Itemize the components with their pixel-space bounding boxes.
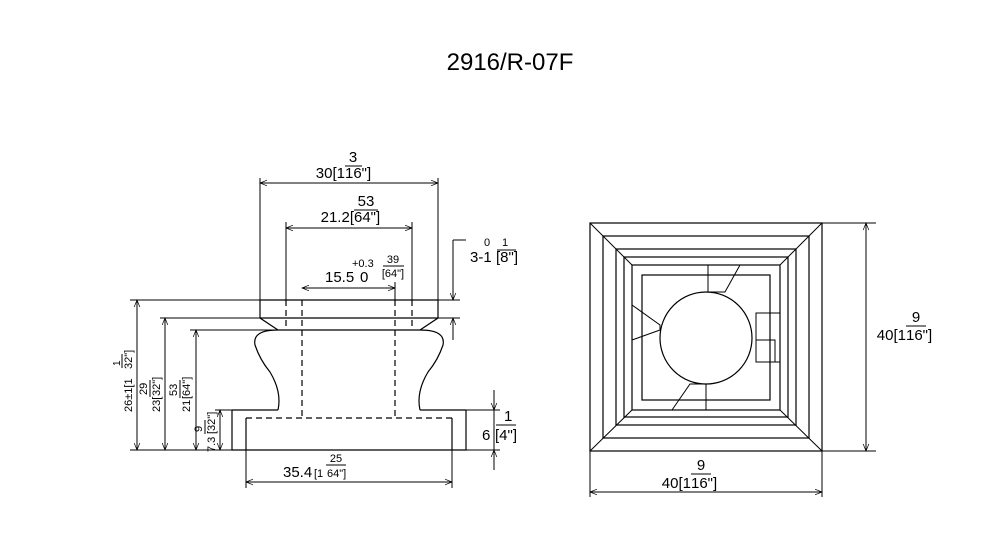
dim-bore-tol-lower: 0	[360, 269, 368, 286]
dim-top-width-num: 3	[349, 149, 357, 166]
tab-top	[707, 264, 741, 293]
dim-top-width-den: 16"]	[345, 165, 371, 182]
dim-base-width-num: 25	[330, 453, 342, 465]
dim-top-view-width-num: 9	[697, 457, 705, 474]
tab-left	[631, 304, 661, 341]
dim-overall-height-den: 32"]	[123, 350, 135, 369]
corner-line	[589, 222, 633, 266]
dim-mid-height-den: 32"]	[151, 377, 163, 396]
dim-upper-width-num: 53	[358, 193, 375, 210]
dim-top-view-height-num: 9	[912, 309, 920, 326]
corner-line	[779, 222, 823, 266]
corner-line	[589, 409, 633, 452]
neck-right-curve	[418, 329, 444, 411]
top-view: 9 40[1 16"] 9 40[1 16"]	[589, 222, 932, 497]
dim-base-width-bracket: [1	[314, 468, 323, 480]
dim-neck-height-den: [64"]	[181, 377, 193, 399]
tab-right	[755, 312, 780, 363]
drawing-title: 2916/R-07F	[447, 49, 574, 76]
dim-small-height-den: [32"]	[206, 412, 218, 434]
dim-base-height-whole: 6	[482, 427, 490, 444]
dim-base-height-num: 1	[504, 408, 512, 425]
bore-circle	[659, 291, 753, 385]
tab-right-inner	[756, 339, 776, 362]
square-6	[641, 274, 771, 401]
outer-square	[589, 222, 823, 452]
dim-base-width-den: 64"]	[327, 468, 346, 480]
dim-top-view-height-whole: 40[1	[877, 327, 906, 344]
dim-base-width-whole: 35.4	[283, 464, 312, 481]
side-view: 3 30[1 16"] 53 21.2[ 64"] 15.5 +0.3 0 39…	[112, 149, 518, 488]
dim-top-thickness-value: 3-1	[470, 249, 492, 266]
dim-top-thickness-den: [8"]	[496, 249, 518, 266]
dim-neck-height-num: 53	[168, 384, 180, 396]
square-3	[615, 248, 797, 426]
dim-overall-height-text: 26±1[1	[123, 378, 135, 412]
dim-top-thickness-num: 1	[502, 237, 508, 249]
dim-bore-tol-upper: +0.3	[352, 258, 374, 270]
dim-small-height-num: 9	[193, 426, 205, 432]
dim-top-view-width-whole: 40[1	[662, 475, 691, 492]
dim-mid-height-num: 29	[138, 383, 150, 395]
dim-mid-height-whole: 23[	[151, 397, 163, 412]
square-4	[623, 256, 789, 418]
corner-line	[779, 409, 823, 452]
dim-top-view-width-den: 16"]	[691, 475, 717, 492]
dim-top-view-height-den: 16"]	[906, 327, 932, 344]
dim-upper-width-whole: 21.2[	[321, 209, 355, 226]
dim-base-height-den: [4"]	[495, 427, 517, 444]
dim-bore-whole: 15.5	[325, 269, 354, 286]
dim-top-thickness-tol: 0	[484, 237, 490, 249]
top-plate-outline	[259, 299, 439, 331]
dim-upper-width-den: 64"]	[354, 209, 380, 226]
dim-top-width-whole: 30[1	[316, 165, 345, 182]
dim-bore-den: [64"]	[382, 268, 404, 280]
square-2	[602, 235, 810, 439]
dim-neck-height-whole: 21	[181, 400, 193, 412]
dim-small-height-whole: 7.3	[206, 437, 218, 452]
tab-bottom	[671, 383, 707, 411]
dim-bore-num: 39	[387, 254, 399, 266]
neck-left-curve	[254, 329, 280, 411]
base-outline	[231, 410, 467, 451]
dim-overall-height-num: 1	[112, 360, 123, 366]
